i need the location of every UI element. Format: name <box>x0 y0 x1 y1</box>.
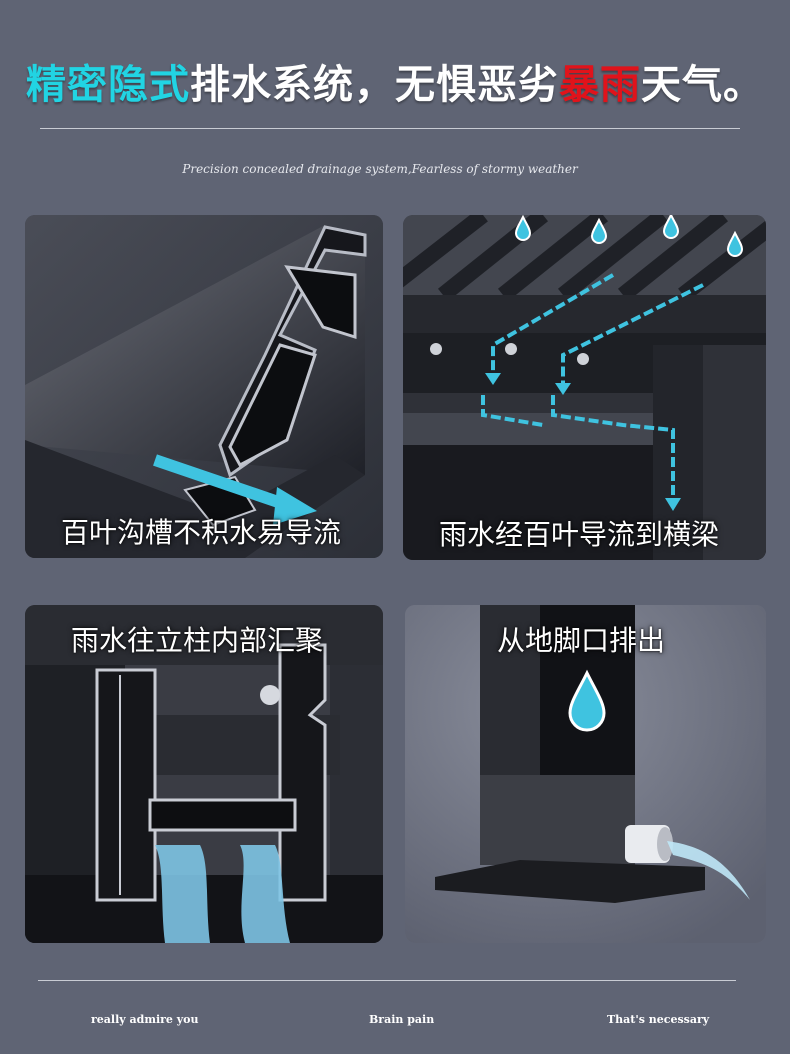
top-divider <box>40 128 740 129</box>
title-text-end: 天气。 <box>641 62 764 108</box>
footer-label-2: Brain pain <box>369 1013 435 1026</box>
page-subtitle: Precision concealed drainage system,Fear… <box>182 162 578 176</box>
panel-column-collection: 雨水往立柱内部汇聚 <box>25 605 383 943</box>
water-drop-icon <box>568 669 606 732</box>
raindrop-icon <box>514 215 744 257</box>
flow-arrows <box>481 273 704 500</box>
bottom-divider <box>38 980 736 981</box>
title-highlight-precise: 精密隐式 <box>26 62 190 108</box>
panel-caption: 雨水经百叶导流到横梁 <box>439 518 720 551</box>
beam-flow-illustration <box>403 215 766 560</box>
panel-caption: 雨水往立柱内部汇聚 <box>71 624 324 657</box>
panel-louver-gutter: 百叶沟槽不积水易导流 <box>25 215 383 558</box>
panel-caption: 从地脚口排出 <box>497 624 666 657</box>
water-stream-left <box>155 845 210 943</box>
title-text-main: 排水系统，无惧恶劣 <box>190 62 559 108</box>
page-title: 精密隐式排水系统，无惧恶劣暴雨天气。 <box>0 52 790 110</box>
louver-profile-illustration <box>25 215 383 558</box>
water-stream-right <box>240 845 290 943</box>
footer-label-1: really admire you <box>91 1013 199 1026</box>
column-foot-illustration <box>405 605 766 943</box>
panel-foot-outlet: 从地脚口排出 <box>405 605 766 943</box>
panel-caption: 百叶沟槽不积水易导流 <box>61 516 342 549</box>
column-cutaway-illustration <box>25 605 383 943</box>
panel-louver-to-beam: 雨水经百叶导流到横梁 <box>403 215 766 560</box>
flow-arrow <box>153 454 289 511</box>
footer-label-3: That's necessary <box>607 1013 710 1026</box>
title-highlight-storm: 暴雨 <box>559 62 641 108</box>
